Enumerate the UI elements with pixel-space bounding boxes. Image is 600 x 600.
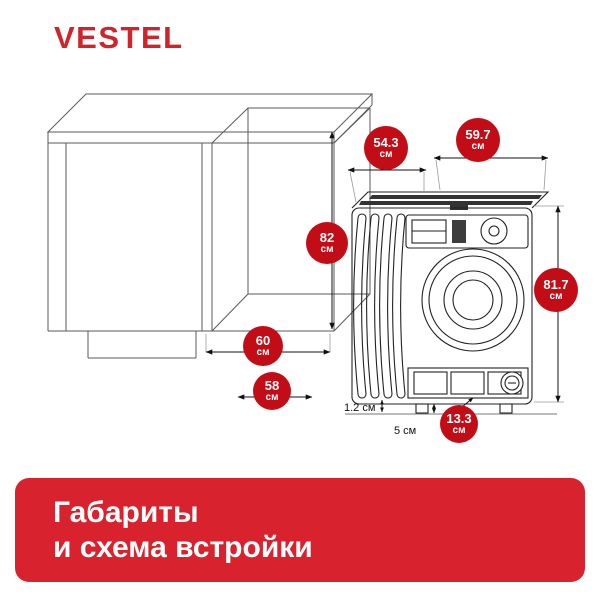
machine-display <box>452 220 466 243</box>
machine-kick-panel <box>407 367 529 399</box>
machine-side-slat-4 <box>391 213 406 399</box>
machine-foot-right <box>499 403 513 414</box>
machine-door-glass-outer <box>443 270 503 330</box>
diagram-canvas <box>46 93 564 415</box>
badge-unit: см <box>379 148 393 160</box>
badge-unit: см <box>265 391 279 403</box>
machine-top-rail-2 <box>359 201 533 205</box>
machine-door-outer <box>421 248 525 352</box>
machine-door-glass-inner <box>452 279 494 321</box>
machine-top-face <box>351 191 550 209</box>
machine-top-lock <box>450 204 468 210</box>
machine-knob-outer <box>480 217 508 245</box>
machine-kick-segment-2 <box>450 371 485 395</box>
badge-value: 59.7 <box>465 126 491 142</box>
caption-banner: Габариты и схема встройки <box>15 478 585 582</box>
dimension-badge-cabinet-width: 60 см <box>243 326 283 366</box>
installation-diagram: 54.3 см 59.7 см 82 см 81.7 см 60 см 58 с… <box>46 93 578 443</box>
witness-lines <box>205 159 564 403</box>
machine-kick-segment-1 <box>413 371 448 395</box>
badge-value: 13.3 <box>446 410 472 426</box>
machine-control-panel <box>405 214 529 249</box>
badge-value: 81.7 <box>543 276 569 292</box>
cabinet-top-face <box>46 93 374 133</box>
dimension-badge-top-width: 59.7 см <box>456 118 500 162</box>
caption-line-1: Габариты <box>53 495 199 529</box>
badge-unit: см <box>320 243 334 255</box>
badge-value: 60 <box>255 332 271 348</box>
machine-front-panel <box>351 207 533 405</box>
washing-machine-drawing <box>345 191 557 415</box>
cabinet-plinth <box>87 331 197 359</box>
badge-unit: см <box>549 290 563 302</box>
dimension-label-feet: 5 см <box>394 425 417 437</box>
cabinet-body <box>47 143 335 332</box>
machine-foot-left <box>415 403 429 414</box>
dimension-badge-niche-height: 82 см <box>306 222 348 264</box>
brand-logo: VESTEL <box>54 20 184 55</box>
cabinet-countertop-edge <box>47 94 373 144</box>
badge-value: 82 <box>319 229 335 245</box>
machine-side-slat-1 <box>352 213 367 399</box>
machine-door-ring <box>428 255 518 345</box>
dimension-lines <box>205 131 564 414</box>
badge-unit: см <box>452 424 466 436</box>
badge-unit: см <box>256 346 270 358</box>
dimension-badge-base-height: 13.3 см <box>440 405 478 443</box>
badge-value: 54.3 <box>373 134 399 150</box>
machine-side-slat-3 <box>378 213 393 399</box>
cabinet-niche-interior <box>211 107 371 332</box>
machine-side-slat-2 <box>365 213 380 399</box>
dimension-badge-top-depth: 54.3 см <box>364 126 408 170</box>
dimension-label-gap: 1.2 см <box>344 402 376 414</box>
dimension-badge-cabinet-depth: 58 см <box>253 372 291 410</box>
badge-unit: см <box>471 140 485 152</box>
caption-line-2: и схема встройки <box>53 531 313 564</box>
machine-knob-inner <box>488 225 500 237</box>
machine-top-rail-1 <box>369 195 542 199</box>
badge-value: 58 <box>264 377 280 393</box>
dimension-badge-machine-height: 81.7 см <box>534 268 578 312</box>
